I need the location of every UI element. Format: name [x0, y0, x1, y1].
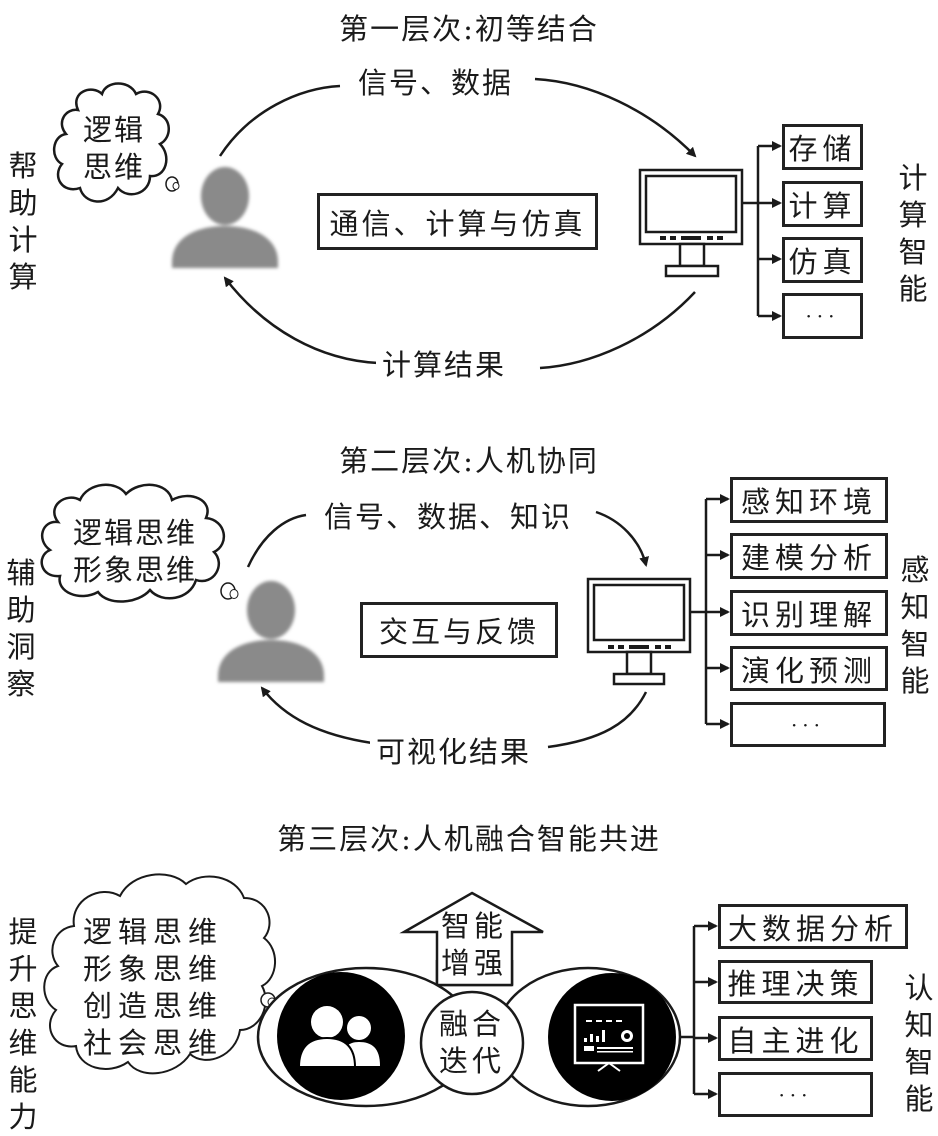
tier1-output-box-more: ···	[782, 293, 863, 339]
tier2-monitor-icon	[586, 577, 692, 686]
tier3-title: 第三层次:人机融合智能共进	[277, 822, 661, 856]
cloud-line: 形象思维	[82, 952, 223, 986]
tier2-right-label: 感知智能	[900, 553, 930, 698]
arrow-line: 智能	[440, 909, 507, 943]
merge-line: 融合	[438, 1007, 505, 1041]
tier1-person-icon	[172, 167, 278, 268]
tier3-output-box: 大数据分析	[718, 904, 908, 949]
arrow-line: 增强	[440, 946, 507, 980]
tier1-branch-connector	[742, 141, 782, 321]
tier3-thought-cloud	[43, 873, 277, 1075]
tier3-merge-text: 融合 迭代	[432, 1006, 512, 1080]
tier3-output-box-more: ···	[718, 1072, 873, 1117]
tier2-flow-arc-top	[246, 510, 646, 567]
tier2-center-box: 交互与反馈	[360, 602, 558, 658]
tier2-thought-cloud	[40, 483, 226, 603]
tier1-thought-bubble-small	[172, 182, 180, 190]
tier2-output-box: 识别理解	[730, 590, 888, 636]
cloud-line: 逻辑思维	[82, 915, 223, 949]
tier1-center-box: 通信、计算与仿真	[317, 193, 598, 250]
cloud-line: 社会思维	[82, 1026, 223, 1060]
cloud-line: 逻辑思维	[72, 516, 197, 550]
tier3-arrow-base-mask	[438, 960, 511, 984]
tier2-left-label: 辅助洞察	[6, 556, 36, 701]
pie-cutout	[624, 1033, 630, 1039]
tier3-presentation-board-icon	[548, 973, 676, 1101]
cloud-line: 思维	[82, 150, 145, 184]
tier1-monitor-icon	[638, 168, 744, 278]
tier2-output-box-more: ···	[730, 702, 886, 747]
tier2-thought-bubble-small	[229, 589, 239, 599]
cloud-line: 逻辑	[82, 113, 145, 147]
tier2-cloud-text: 逻辑思维 形象思维	[60, 515, 210, 589]
tier3-user-group-icon	[277, 972, 405, 1100]
tier1-output-box: 仿真	[782, 237, 863, 283]
tier2-output-box: 感知环境	[730, 477, 888, 523]
tier3-output-box: 自主进化	[718, 1016, 873, 1061]
tier3-right-label: 认知智能	[904, 971, 934, 1116]
tier3-arrow-text: 智能 增强	[438, 908, 510, 982]
tier3-left-label: 提升思维能力	[8, 915, 38, 1134]
tier2-output-box: 建模分析	[730, 533, 888, 579]
tier2-monitor-buttons	[608, 645, 671, 649]
tier1-flow-arc-top	[218, 77, 695, 156]
tier1-flow-arc-bottom	[225, 278, 696, 370]
tier1-output-box: 存储	[782, 124, 863, 170]
tier3-cloud-text: 逻辑思维 形象思维 创造思维 社会思维	[78, 914, 228, 1062]
tier1-flow-label-bottom: 计算结果	[376, 342, 513, 384]
tier1-cloud-text: 逻辑 思维	[72, 112, 156, 186]
tier1-title: 第一层次:初等结合	[339, 12, 599, 46]
tier1-output-box: 计算	[782, 181, 863, 227]
tier2-person-icon	[218, 581, 324, 682]
tier3-output-box: 推理决策	[718, 960, 873, 1004]
tier1-thought-cloud	[53, 82, 170, 203]
cloud-line: 形象思维	[72, 553, 197, 587]
tier2-flow-label-bottom: 可视化结果	[370, 729, 538, 771]
tier1-monitor-buttons	[660, 236, 723, 240]
tier3-merge-circle	[419, 990, 525, 1096]
tier1-left-label: 帮助计算	[8, 149, 38, 294]
tier2-title: 第二层次:人机协同	[339, 444, 599, 478]
tier2-branch-connector	[690, 494, 730, 729]
tier2-flow-label-top: 信号、数据、知识	[318, 494, 579, 536]
tier3-branch-connector	[680, 921, 718, 1099]
cloud-line: 创造思维	[82, 989, 223, 1023]
tier2-flow-arc-bottom	[262, 688, 648, 749]
tier2-output-box: 演化预测	[730, 646, 888, 691]
merge-line: 迭代	[438, 1044, 505, 1078]
tier1-right-label: 计算智能	[898, 161, 928, 306]
tier1-flow-label-top: 信号、数据	[352, 60, 520, 102]
